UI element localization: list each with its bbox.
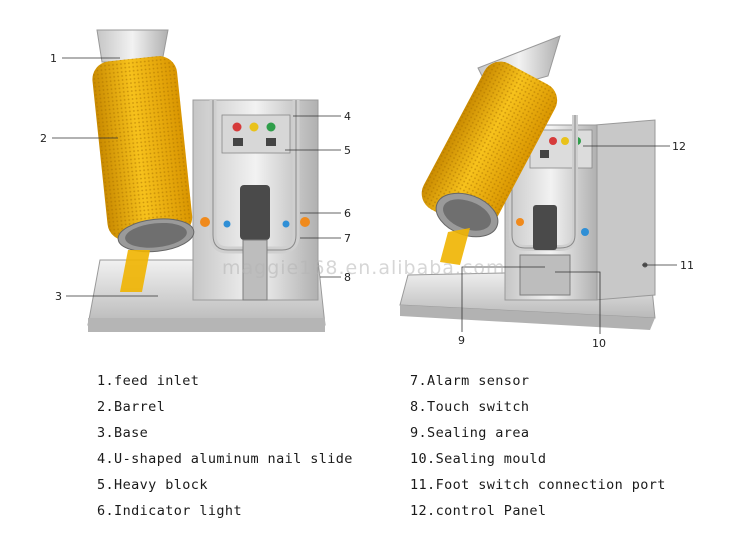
legend-item: 2.Barrel	[97, 399, 166, 415]
callout-3: 3	[55, 290, 62, 303]
right-switch	[540, 150, 549, 158]
callout-numbers: 1 2 3 4 5 6 7 8 9 10 11 12	[40, 52, 694, 350]
callout-11: 11	[680, 259, 694, 272]
machine-diagram: 1 2 3 4 5 6 7 8 9 10 11 12	[40, 29, 694, 350]
left-machine	[87, 29, 326, 332]
red-button	[232, 122, 242, 132]
callout-6: 6	[344, 207, 351, 220]
left-switch	[233, 138, 243, 146]
left-heavy-block	[240, 185, 270, 240]
callout-5: 5	[344, 144, 351, 157]
left-switch-2	[266, 138, 276, 146]
legend-item: 11.Foot switch connection port	[410, 477, 666, 493]
right-heavy-block	[533, 205, 557, 250]
legend-item: 8.Touch switch	[410, 399, 530, 415]
left-mesh-strip	[120, 250, 150, 292]
callout-lines	[52, 57, 677, 334]
legend-item: 12.control Panel	[410, 503, 547, 519]
left-orange-knob-2	[300, 217, 310, 227]
legend-item: 10.Sealing mould	[410, 451, 547, 467]
right-machine	[399, 35, 656, 330]
legend-left: 1.feed inlet 2.Barrel 3.Base 4.U-shaped …	[97, 368, 353, 524]
callout-10: 10	[592, 337, 606, 350]
legend-item: 9.Sealing area	[410, 425, 530, 441]
right-cabinet-side	[594, 119, 656, 301]
callout-7: 7	[344, 232, 351, 245]
right-blue-knob	[581, 228, 589, 236]
left-sealing-head	[242, 239, 268, 301]
legend-item: 3.Base	[97, 425, 149, 441]
legend-item: 6.Indicator light	[97, 503, 242, 519]
left-blue-knob	[223, 220, 231, 228]
left-blue-knob-2	[282, 220, 290, 228]
callout-1: 1	[50, 52, 57, 65]
right-base-front	[400, 305, 655, 330]
right-mesh-strip	[440, 228, 470, 265]
right-orange-knob	[516, 218, 524, 226]
legend-item: 1.feed inlet	[97, 373, 200, 389]
callout-4: 4	[344, 110, 351, 123]
yellow-button	[249, 122, 259, 132]
left-barrel	[92, 56, 195, 253]
legend-item: 5.Heavy block	[97, 477, 208, 493]
legend-item: 7.Alarm sensor	[410, 373, 530, 389]
right-sealing-head	[519, 254, 571, 296]
right-control-panel	[529, 129, 593, 169]
right-red-button	[549, 137, 557, 145]
watermark: maggie168.en.alibaba.com	[222, 257, 506, 279]
callout-12: 12	[672, 140, 686, 153]
left-orange-knob	[200, 217, 210, 227]
callout-9: 9	[458, 334, 465, 347]
callout-8: 8	[344, 271, 351, 284]
legend-item: 4.U-shaped aluminum nail slide	[97, 451, 353, 467]
left-base-front	[88, 318, 325, 332]
callout-2: 2	[40, 132, 47, 145]
legend-right: 7.Alarm sensor 8.Touch switch 9.Sealing …	[410, 368, 666, 524]
left-control-panel	[221, 114, 291, 154]
right-yellow-button	[561, 137, 569, 145]
right-barrel	[421, 61, 558, 233]
right-barrel-end-inner	[443, 199, 491, 231]
green-button	[266, 122, 276, 132]
